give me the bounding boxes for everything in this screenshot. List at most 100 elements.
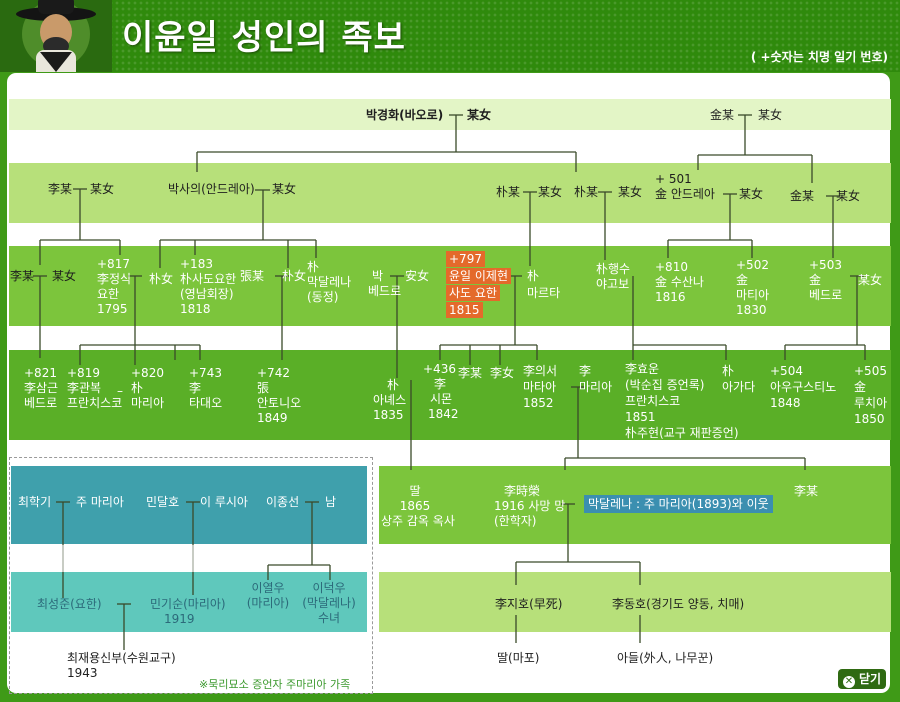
person-lee-gwanbok-number: +819 xyxy=(67,366,100,380)
person-lee-lucia: 이 루시아 xyxy=(200,495,248,509)
person-lee-siyeong: 李時榮 xyxy=(504,484,541,498)
person-min-gisun: 민기순(마리아) xyxy=(150,597,226,611)
side-band-2 xyxy=(11,572,367,632)
person-birth-year: 1816 xyxy=(655,290,686,304)
person-lee-jongseon: 이종선 xyxy=(266,495,300,509)
generation-band-2 xyxy=(9,163,891,223)
highlight-baptismal-name: 사도 요한 xyxy=(446,285,500,301)
person-baptismal-name: 마리아 xyxy=(579,380,613,394)
person-augustino-number: +504 xyxy=(770,364,803,378)
person-baptismal-name: 베드로 xyxy=(809,288,843,302)
person-lee-samgeun-number: +821 xyxy=(24,366,57,380)
generation-band-6 xyxy=(379,572,891,632)
person-birth-year: 1795 xyxy=(97,302,128,316)
person-lee: 李某 xyxy=(10,269,35,283)
person-nun: 수녀 xyxy=(317,611,341,625)
close-label: 닫기 xyxy=(858,672,882,686)
person-lee: 李某 xyxy=(48,182,73,196)
person-park-maria-number: +820 xyxy=(131,366,164,380)
person-lee-thaddeus-number: +743 xyxy=(189,366,222,380)
person-park-gyeonghwa: 박경화(바오로) xyxy=(366,108,444,122)
person-birth-year: 1842 xyxy=(428,407,459,421)
person-kim-peter: 金 xyxy=(809,273,822,287)
person-lee-dongho: 李동호(경기도 양동, 치매) xyxy=(612,597,745,611)
person-jang-antonio-number: +742 xyxy=(257,366,290,380)
person-baptismal-name: 안토니오 xyxy=(257,396,302,410)
person-choi-seongjun: 최성준(요한) xyxy=(37,597,102,611)
person-jang: 張某 xyxy=(240,269,265,283)
person-park-agnes: 朴 xyxy=(387,378,400,392)
person-lee-hyoun: 李효운 xyxy=(625,362,660,376)
person-lee-daughter: 李女 xyxy=(490,366,515,380)
person-kim-andrea-number: + 501 xyxy=(655,172,692,186)
person-note: (동정) xyxy=(307,290,339,304)
person-birth-year: 1835 xyxy=(373,408,404,422)
person-park-haengsu: 朴행수 xyxy=(596,262,631,276)
person-jang-antonio: 張 xyxy=(257,381,270,395)
person-choi-jaeyong: 최재용신부(수원교구) xyxy=(67,651,176,665)
person-baptismal-name: 막달레나 xyxy=(307,275,352,289)
magdalena-note: 막달레나 : 주 마리아(1893)와 이웃 xyxy=(584,495,773,513)
person-spouse: 某女 xyxy=(90,182,115,196)
person-birth-year: 1818 xyxy=(180,302,211,316)
page-subtitle: ( +숫자는 치명 일기 번호) xyxy=(750,50,888,64)
side-band-1 xyxy=(11,466,367,544)
person-lee-simon: 李 xyxy=(434,377,447,391)
person-park-daughter: 朴女 xyxy=(282,269,307,283)
close-button[interactable]: ✕닫기 xyxy=(838,669,886,689)
person-park-juhyeon: 朴주현(교구 재판증언) xyxy=(625,426,739,440)
person-baptismal-name: 요한 xyxy=(97,287,120,301)
person-lee-samgeun: 李삼근 xyxy=(24,381,59,395)
person-baptismal-name: 마티아 xyxy=(736,288,770,302)
person-lee-jiho: 李지호(早死) xyxy=(495,597,563,611)
person-birth-year: 1850 xyxy=(854,412,885,426)
person-baptismal-name: 야고보 xyxy=(596,277,630,291)
person-baptismal-name: 루치아 xyxy=(854,396,888,410)
person-birth-year: 1830 xyxy=(736,303,767,317)
person-park-peter: 박 xyxy=(372,269,384,283)
person-role: (영남회장) xyxy=(180,287,234,301)
person-lee-deoku: 이덕우 xyxy=(312,581,346,595)
person-park-daughter: 朴女 xyxy=(149,272,174,286)
person-death-note: 1916 사망 망 xyxy=(494,499,566,513)
person-spouse: 某女 xyxy=(618,185,643,199)
person-min-dalho: 민달호 xyxy=(146,495,180,509)
person-spouse: 某女 xyxy=(858,273,883,287)
person-baptismal-name: 아녜스 xyxy=(373,393,407,407)
saint-portrait-icon xyxy=(0,0,112,72)
person-park-magdalena: 朴 xyxy=(307,260,320,274)
person-kim-susanna: 金 수산나 xyxy=(655,275,704,289)
person-ju-maria: 주 마리아 xyxy=(76,495,124,509)
person-an-daughter: 安女 xyxy=(405,269,430,283)
person-spouse: 某女 xyxy=(272,182,297,196)
person-kim: 金某 xyxy=(790,189,815,203)
marriage-dash: – xyxy=(117,384,123,398)
page-title: 이윤일 성인의 족보 xyxy=(122,18,406,58)
person-park-sadoyohan-number: +183 xyxy=(180,257,213,271)
person-birth-year: 1848 xyxy=(770,396,801,410)
person-lee-simon-number: +436 xyxy=(423,362,456,376)
person-baptismal-name: 프란치스코 xyxy=(67,396,123,410)
person-baptismal-name: 시몬 xyxy=(430,392,453,406)
person-baptismal-name: 마르타 xyxy=(527,286,561,300)
person-park-agatha: 朴 xyxy=(722,364,735,378)
person-baptismal-name: (막달레나) xyxy=(302,596,356,610)
person-lee-thaddeus: 李 xyxy=(189,381,202,395)
person-source: (박순집 증언록) xyxy=(625,378,705,392)
person-occupation: (한학자) xyxy=(494,514,537,528)
person-lee: 李某 xyxy=(794,484,819,498)
person-park: 朴某 xyxy=(574,185,599,199)
person-kim-lucia: 金 xyxy=(854,380,867,394)
person-baptismal-name: 베드로 xyxy=(24,396,58,410)
person-lee-jeongsik: 李정식 xyxy=(97,272,132,286)
person-birth-year: 1851 xyxy=(625,410,656,424)
person-kim-lucia-number: +505 xyxy=(854,364,887,378)
person-birth-year: 1865 xyxy=(399,499,431,513)
person-son: 남 xyxy=(325,495,337,509)
person-baptismal-name: 아우구스티노 xyxy=(770,380,837,394)
person-baptismal-name: 타대오 xyxy=(189,396,223,410)
person-park: 朴某 xyxy=(496,185,521,199)
person-birth-year: 1852 xyxy=(523,396,554,410)
person-kim-susanna-number: +810 xyxy=(655,260,688,274)
